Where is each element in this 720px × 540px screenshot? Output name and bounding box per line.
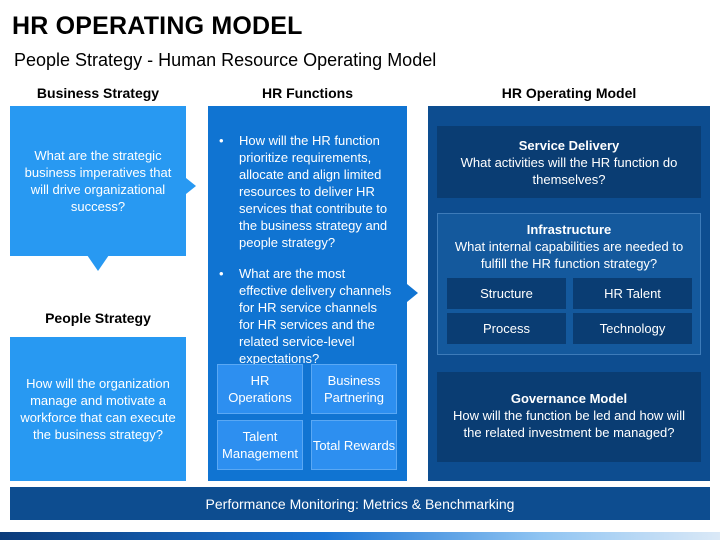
infrastructure-text: What internal capabilities are needed to… [454, 239, 684, 271]
business-strategy-box: What are the strategic business imperati… [10, 106, 186, 256]
tile-technology: Technology [573, 313, 692, 344]
bullet-icon: • [219, 133, 224, 148]
right-arrow-icon [407, 284, 418, 302]
service-delivery-card: Service Delivery What activities will th… [437, 126, 701, 198]
tile-hr-talent: HR Talent [573, 278, 692, 309]
governance-model-title: Governance Model [510, 391, 628, 406]
people-strategy-box: How will the organization manage and mot… [10, 337, 186, 481]
hr-functions-box: • How will the HR function prioritize re… [208, 106, 407, 481]
people-strategy-text: How will the organization manage and mot… [20, 376, 176, 442]
business-strategy-text: What are the strategic business imperati… [24, 148, 172, 214]
right-arrow-icon [186, 178, 196, 194]
tile-process: Process [447, 313, 566, 344]
page-title: HR OPERATING MODEL [12, 12, 303, 40]
tile-talent-management: Talent Management [217, 420, 303, 470]
bullet-icon: • [219, 266, 224, 281]
list-item: • How will the HR function prioritize re… [219, 133, 388, 250]
service-delivery-text: What activities will the HR function do … [460, 155, 678, 187]
tile-business-partnering: Business Partnering [311, 364, 397, 414]
list-item: • What are the most effective delivery c… [219, 266, 392, 366]
page-subtitle: People Strategy - Human Resource Operati… [14, 50, 437, 70]
tile-total-rewards: Total Rewards [311, 420, 397, 470]
infrastructure-title: Infrastructure [526, 222, 612, 237]
governance-model-card: Governance Model How will the function b… [437, 372, 701, 462]
down-pointer-icon [87, 255, 109, 271]
hr-functions-bullet-list: • How will the HR function prioritize re… [208, 132, 407, 381]
performance-monitoring-text: Performance Monitoring: Metrics & Benchm… [205, 495, 515, 512]
governance-model-text: How will the function be led and how wil… [453, 408, 685, 440]
hr-functions-heading: HR Functions [262, 85, 353, 101]
bottom-gradient-stripe [0, 532, 720, 540]
people-strategy-heading: People Strategy [45, 310, 151, 326]
tile-structure: Structure [447, 278, 566, 309]
performance-monitoring-bar: Performance Monitoring: Metrics & Benchm… [10, 487, 710, 520]
tile-hr-operations: HR Operations [217, 364, 303, 414]
service-delivery-title: Service Delivery [518, 138, 620, 153]
hr-operating-model-heading: HR Operating Model [501, 85, 637, 101]
business-strategy-heading: Business Strategy [36, 85, 160, 101]
